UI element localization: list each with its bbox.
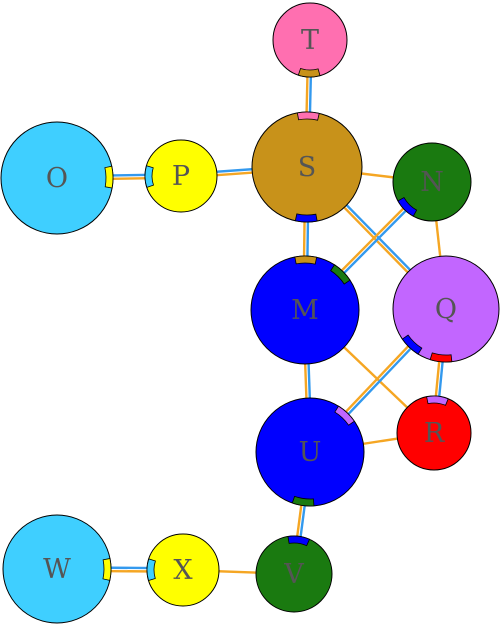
- port-marker-t-s: [297, 67, 321, 78]
- port-marker-w-x: [102, 558, 112, 581]
- port-marker-v-u: [287, 535, 311, 547]
- markers-layer: [102, 67, 453, 582]
- node-label-n: N: [420, 167, 444, 198]
- node-label-p: P: [172, 161, 190, 192]
- node-label-q: Q: [435, 294, 457, 325]
- node-label-v: V: [283, 559, 304, 590]
- node-n: [392, 142, 472, 222]
- node-label-m: M: [291, 295, 319, 326]
- port-marker-u-q: [334, 405, 355, 426]
- node-label-r: R: [424, 418, 445, 449]
- port-marker-q-r: [429, 352, 453, 363]
- port-marker-o-p: [104, 165, 114, 189]
- node-label-w: W: [43, 554, 71, 585]
- port-marker-q-u: [401, 334, 423, 355]
- port-marker-r-q: [426, 395, 449, 406]
- port-marker-s-m: [294, 213, 318, 223]
- port-marker-m-s: [294, 255, 318, 265]
- port-marker-x-w: [146, 558, 156, 582]
- port-marker-n-m: [397, 197, 418, 217]
- node-label-t: T: [301, 25, 319, 56]
- node-label-u: U: [299, 437, 322, 468]
- port-marker-m-n: [330, 264, 351, 285]
- port-marker-p-o: [144, 165, 154, 188]
- port-marker-u-v: [291, 495, 315, 507]
- node-label-x: X: [173, 555, 193, 586]
- node-label-s: S: [298, 152, 317, 183]
- port-marker-s-t: [296, 111, 320, 121]
- labels-layer: T S P O N M Q U R W X V: [43, 25, 457, 590]
- node-label-o: O: [46, 163, 68, 194]
